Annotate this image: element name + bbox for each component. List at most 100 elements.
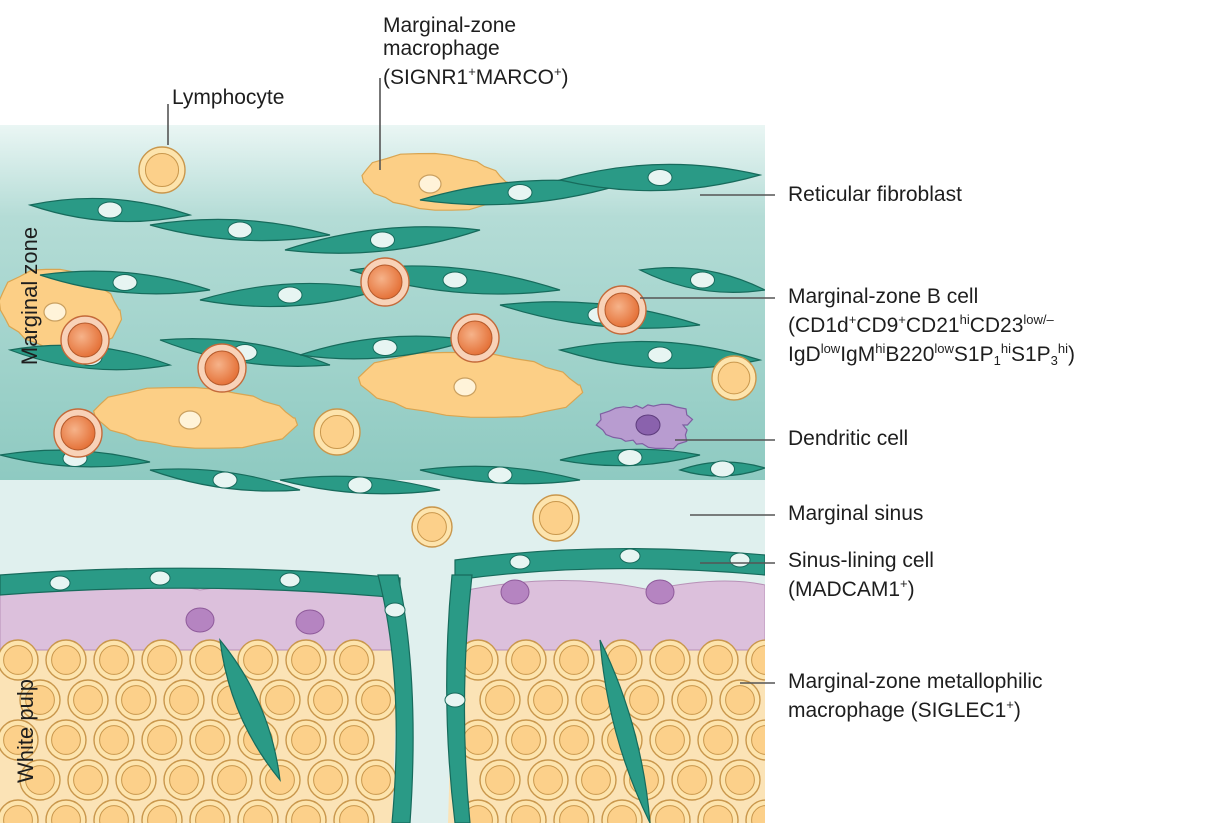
white-pulp-lymphocyte-nucleus — [74, 686, 103, 715]
white-pulp-lymphocyte-nucleus — [340, 726, 369, 755]
white-pulp-lymphocyte-nucleus — [314, 766, 343, 795]
fibroblast-nucleus — [648, 170, 672, 186]
white-pulp-lymphocyte-nucleus — [656, 726, 685, 755]
white-pulp-lymphocyte-nucleus — [486, 686, 515, 715]
white-pulp-lymphocyte-nucleus — [52, 646, 81, 675]
white-pulp-lymphocyte-nucleus — [148, 646, 177, 675]
white-pulp-lymphocyte-nucleus — [148, 726, 177, 755]
fibroblast-nucleus — [98, 202, 122, 218]
label-mz-macrophage: Marginal-zone macrophage (SIGNR1+MARCO+) — [383, 14, 569, 89]
metallophilic-nucleus — [296, 610, 324, 634]
white-pulp-lymphocyte-nucleus — [464, 646, 493, 675]
lymphocyte-nucleus — [418, 513, 447, 542]
white-pulp-lymphocyte-nucleus — [726, 686, 755, 715]
white-pulp-lymphocyte-nucleus — [656, 646, 685, 675]
lining-nucleus — [385, 603, 405, 617]
white-pulp-lymphocyte-nucleus — [292, 726, 321, 755]
white-pulp-lymphocyte-nucleus — [726, 766, 755, 795]
lymphocyte-nucleus — [718, 362, 750, 394]
label-reticular-fibroblast: Reticular fibroblast — [788, 183, 962, 206]
white-pulp-lymphocyte-nucleus — [292, 646, 321, 675]
dendritic-nucleus — [636, 415, 660, 435]
white-pulp-lymphocyte-nucleus — [74, 766, 103, 795]
metallophilic-nucleus — [186, 608, 214, 632]
fibroblast-nucleus — [371, 232, 395, 248]
lining-nucleus — [620, 549, 640, 563]
lining-nucleus — [510, 555, 530, 569]
label-mz-b-cell: Marginal-zone B cell (CD1d+CD9+CD21hiCD2… — [788, 285, 1075, 372]
white-pulp-lymphocyte-nucleus — [244, 646, 273, 675]
lining-nucleus — [150, 571, 170, 585]
white-pulp-lymphocyte-nucleus — [486, 766, 515, 795]
fibroblast-nucleus — [648, 347, 672, 363]
white-pulp-lymphocyte-nucleus — [362, 766, 391, 795]
white-pulp-lymphocyte-nucleus — [630, 686, 659, 715]
lymphocyte-nucleus — [145, 153, 178, 186]
white-pulp-lymphocyte-nucleus — [314, 686, 343, 715]
white-pulp-lymphocyte-nucleus — [196, 726, 225, 755]
white-pulp-lymphocyte-nucleus — [122, 686, 151, 715]
white-pulp-lymphocyte-nucleus — [464, 726, 493, 755]
fibroblast-nucleus — [711, 461, 735, 477]
fibroblast-nucleus — [228, 222, 252, 238]
macrophage-nucleus — [179, 411, 201, 429]
fibroblast-nucleus — [373, 340, 397, 356]
fibroblast-nucleus — [508, 185, 532, 201]
white-pulp-lymphocyte-nucleus — [752, 646, 781, 675]
white-pulp-lymphocyte-nucleus — [512, 726, 541, 755]
white-pulp-lymphocyte-nucleus — [100, 646, 129, 675]
lymphocyte-nucleus — [539, 501, 572, 534]
fibroblast-nucleus — [213, 472, 237, 488]
white-pulp-lymphocyte-nucleus — [52, 726, 81, 755]
b-cell-nucleus — [68, 323, 102, 357]
white-pulp-lymphocyte-nucleus — [362, 686, 391, 715]
white-pulp-lymphocyte-nucleus — [122, 766, 151, 795]
fibroblast-nucleus — [691, 272, 715, 288]
white-pulp-lymphocyte-nucleus — [100, 726, 129, 755]
label-metallophilic-macrophage: Marginal-zone metallophilic macrophage (… — [788, 670, 1042, 722]
lining-nucleus — [280, 573, 300, 587]
white-pulp-lymphocyte-nucleus — [196, 646, 225, 675]
white-pulp-lymphocyte-nucleus — [218, 766, 247, 795]
lining-nucleus — [445, 693, 465, 707]
white-pulp-lymphocyte-nucleus — [534, 766, 563, 795]
metallophilic-nucleus — [646, 580, 674, 604]
white-pulp-lymphocyte-nucleus — [534, 686, 563, 715]
b-cell-nucleus — [61, 416, 95, 450]
lymphocyte-nucleus — [320, 415, 353, 448]
white-pulp-lymphocyte-nucleus — [340, 646, 369, 675]
label-sinus-lining-cell: Sinus-lining cell (MADCAM1+) — [788, 549, 934, 601]
white-pulp-lymphocyte-nucleus — [266, 686, 295, 715]
fibroblast-nucleus — [443, 272, 467, 288]
macrophage-nucleus — [454, 378, 476, 396]
b-cell-nucleus — [458, 321, 492, 355]
white-pulp-lymphocyte-nucleus — [678, 766, 707, 795]
macrophage-nucleus — [44, 303, 66, 321]
white-pulp-lymphocyte-nucleus — [678, 686, 707, 715]
fibroblast-nucleus — [113, 275, 137, 291]
white-pulp-lymphocyte-nucleus — [582, 766, 611, 795]
lining-nucleus — [50, 576, 70, 590]
fibroblast-nucleus — [348, 477, 372, 493]
fibroblast-nucleus — [278, 287, 302, 303]
region-label-marginal-zone: Marginal zone — [17, 216, 43, 376]
metallophilic-nucleus — [501, 580, 529, 604]
label-marginal-sinus: Marginal sinus — [788, 502, 923, 525]
macrophage-nucleus — [419, 175, 441, 193]
white-pulp-lymphocyte-nucleus — [560, 646, 589, 675]
white-pulp-lymphocyte-nucleus — [560, 726, 589, 755]
region-label-white-pulp: White pulp — [13, 671, 39, 791]
lining-nucleus — [730, 553, 750, 567]
fibroblast-nucleus — [488, 467, 512, 483]
white-pulp-lymphocyte-nucleus — [752, 726, 781, 755]
white-pulp-lymphocyte-nucleus — [704, 646, 733, 675]
white-pulp-lymphocyte-nucleus — [704, 726, 733, 755]
label-lymphocyte: Lymphocyte — [172, 86, 284, 109]
b-cell-nucleus — [368, 265, 402, 299]
label-dendritic-cell: Dendritic cell — [788, 427, 908, 450]
white-pulp-lymphocyte-nucleus — [170, 686, 199, 715]
b-cell-nucleus — [205, 351, 239, 385]
b-cell-nucleus — [605, 293, 639, 327]
white-pulp-lymphocyte-nucleus — [170, 766, 199, 795]
